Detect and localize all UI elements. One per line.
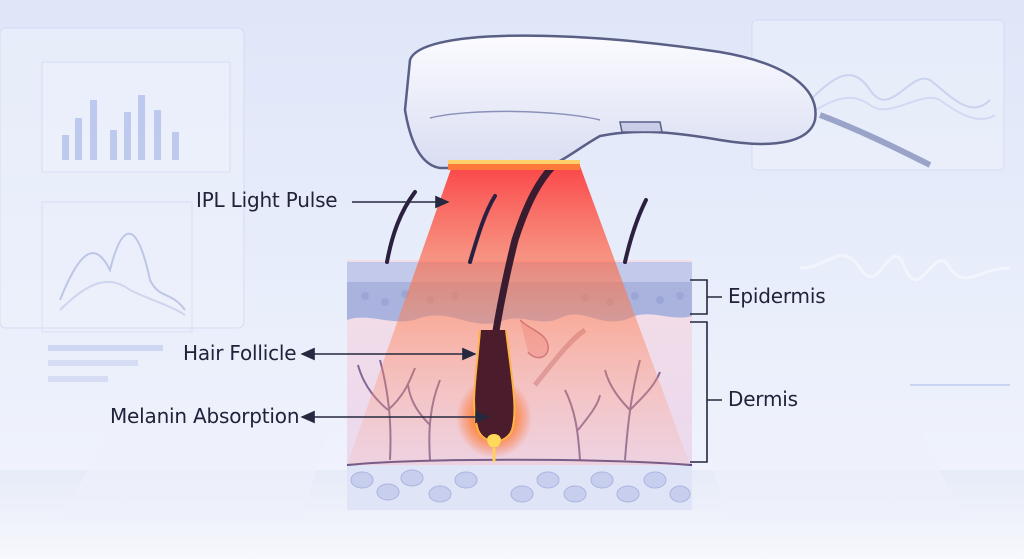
fat-cells: [350, 469, 691, 503]
ipl-handpiece-icon: [403, 34, 932, 170]
background-dashboard-left: [0, 27, 245, 382]
dermis-label: Dermis: [728, 387, 798, 411]
melanin-absorption-label: Melanin Absorption: [110, 404, 300, 428]
ipl-light-beam: [347, 166, 690, 465]
background-bar-icons: [62, 95, 179, 160]
dermis-bracket: [690, 321, 722, 463]
epidermis-label: Epidermis: [728, 284, 826, 308]
epidermis-bracket: [690, 279, 722, 315]
background-dashboard-right: [751, 19, 1011, 386]
ipl-light-pulse-label: IPL Light Pulse: [196, 188, 338, 212]
hair-follicle-label: Hair Follicle: [183, 341, 297, 365]
